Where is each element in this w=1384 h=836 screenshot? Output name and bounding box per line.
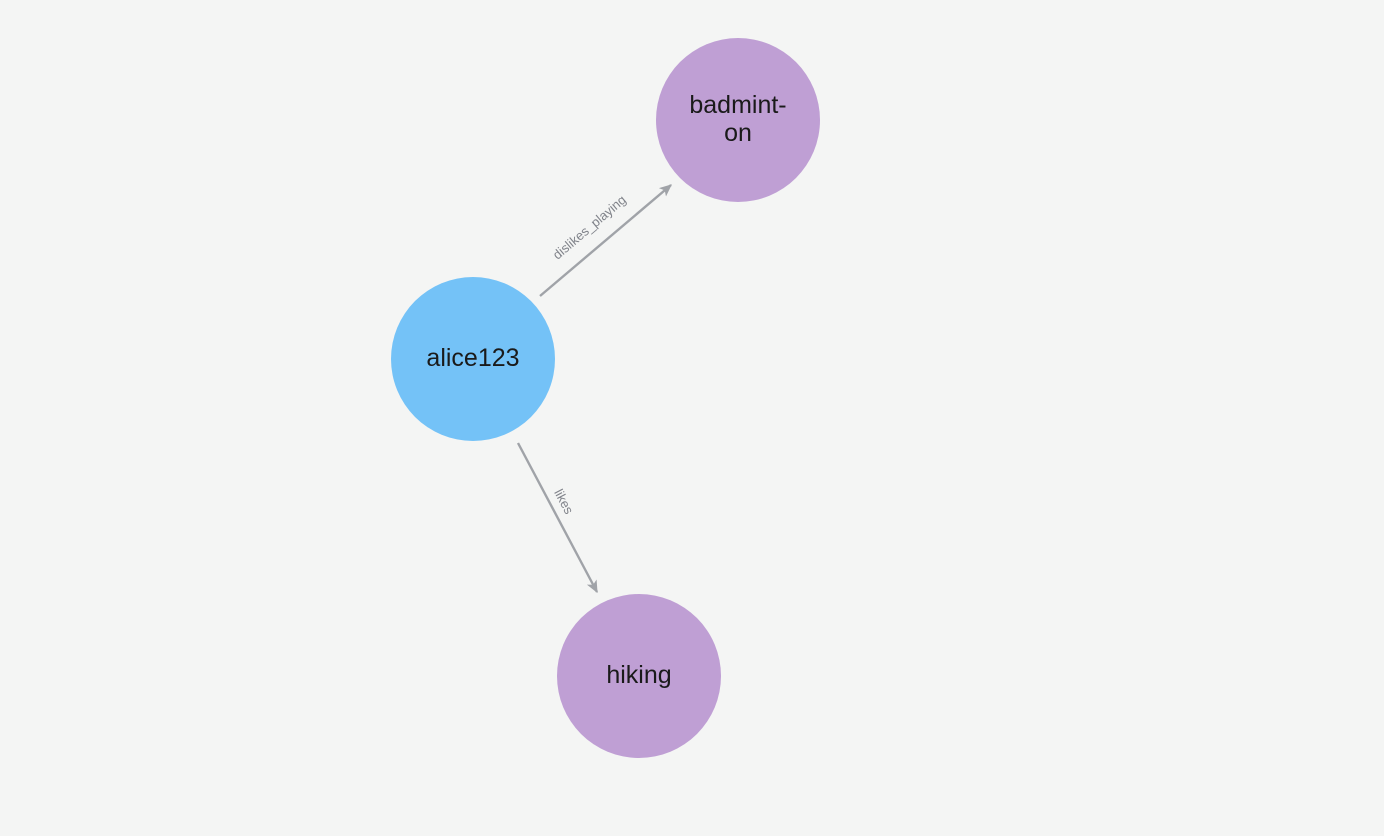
graph-node-badminton[interactable]: badmint-on bbox=[656, 38, 820, 202]
node-circle-alice123[interactable] bbox=[391, 277, 555, 441]
edge-label: dislikes_playing bbox=[550, 192, 629, 262]
graph-edge[interactable]: likes bbox=[516, 442, 599, 594]
graph-node-hiking[interactable]: hiking bbox=[557, 594, 721, 758]
edge-line[interactable] bbox=[539, 184, 672, 297]
node-circle-hiking[interactable] bbox=[557, 594, 721, 758]
node-circle-badminton[interactable] bbox=[656, 38, 820, 202]
graph-edge[interactable]: dislikes_playing bbox=[539, 184, 672, 297]
graph-node-alice123[interactable]: alice123 bbox=[391, 277, 555, 441]
edge-line[interactable] bbox=[516, 442, 599, 594]
